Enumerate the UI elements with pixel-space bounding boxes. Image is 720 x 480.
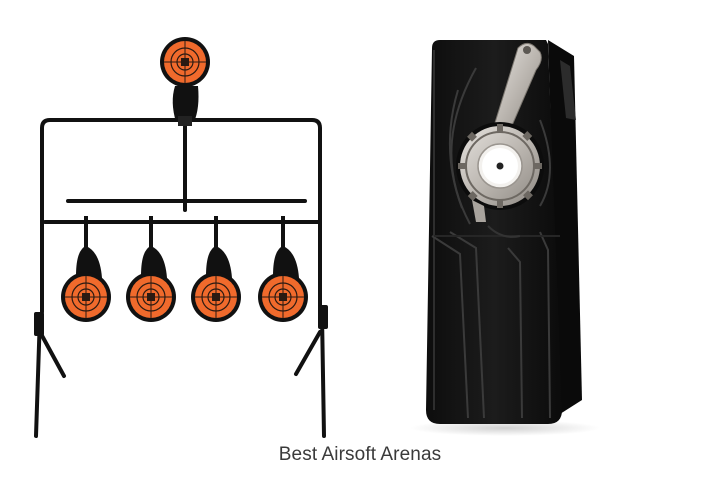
paddle-target-4 <box>258 216 308 322</box>
loader-grooves <box>431 67 551 419</box>
reset-target <box>160 37 210 126</box>
paddle-target-1 <box>61 216 111 322</box>
bb-speed-loader <box>410 40 600 436</box>
loader-back-fin <box>548 40 582 414</box>
crank-arm <box>493 42 542 131</box>
image-caption: Best Airsoft Arenas <box>278 444 442 465</box>
crank-ring <box>456 122 544 222</box>
leg-clamp-right <box>318 305 328 329</box>
paddle-target-3 <box>191 216 241 322</box>
paddle-target-2 <box>126 216 176 322</box>
spinning-target-stand <box>34 37 328 438</box>
leg-clamp-left <box>34 312 44 336</box>
target-legs <box>34 313 326 438</box>
